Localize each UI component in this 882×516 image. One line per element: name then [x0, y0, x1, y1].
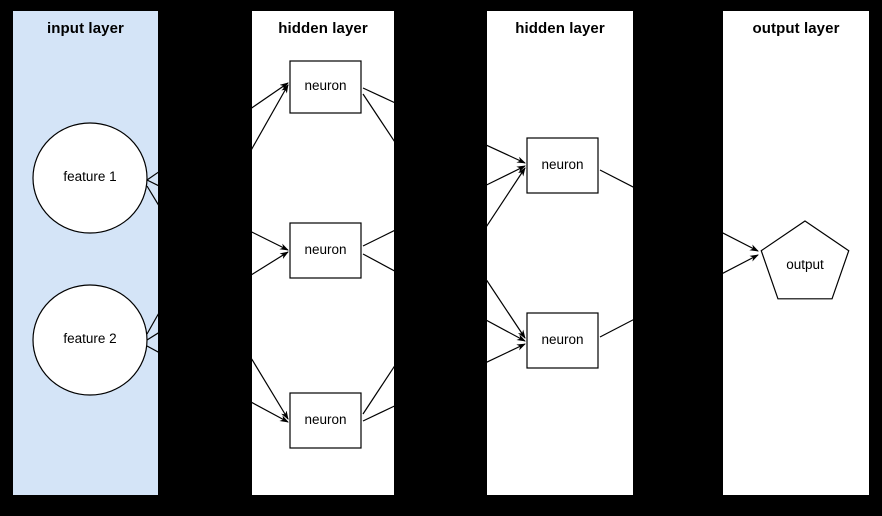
connection-e-h1n3-h2n1 [487, 167, 526, 227]
connection-e-h1n3-h2n2 [487, 343, 526, 363]
connection-e-h1n1-h2n1 [362, 87, 394, 104]
connection-e-f1-h1n2 [146, 179, 158, 187]
connection-e-h1n1-h2n1 [487, 144, 526, 164]
connection-e-f2-h1n1 [146, 313, 158, 335]
connection-e-h2n2-out [723, 254, 759, 274]
connection-e-h1n2-h2n1 [487, 165, 526, 186]
connection-e-f2-h1n1 [252, 84, 289, 150]
connection-e-f1-h1n3 [146, 185, 158, 206]
connection-e-h2n2-out [599, 319, 633, 338]
node-shape-hidden1-neuron-2[interactable] [289, 222, 362, 279]
node-shape-output-node[interactable] [760, 220, 850, 300]
connection-e-h1n1-h2n2 [487, 279, 526, 339]
connection-e-h1n2-h2n2 [362, 253, 394, 272]
connection-e-h1n2-h2n2 [487, 319, 526, 342]
layer-title-input-layer: input layer [47, 20, 124, 37]
layer-title-hidden-layer-2: hidden layer [515, 20, 605, 37]
connection-e-h1n2-h2n1 [362, 230, 394, 247]
layer-graphics-hidden-layer-1 [252, 60, 394, 449]
connection-e-f1-h1n1 [252, 82, 289, 109]
layer-graphics-output-layer [723, 220, 850, 300]
layer-title-hidden-layer-1: hidden layer [278, 20, 368, 37]
connection-e-f1-h1n1 [146, 171, 158, 181]
connection-e-f2-h1n3 [252, 401, 289, 423]
connection-e-f2-h1n2 [252, 251, 289, 276]
connection-e-f1-h1n3 [252, 358, 289, 420]
node-shape-hidden1-neuron-3[interactable] [289, 392, 362, 449]
connection-e-f2-h1n2 [146, 332, 158, 341]
layer-graphics-input-layer [32, 122, 158, 396]
node-shape-feature-1[interactable] [32, 122, 148, 234]
connection-e-h1n3-h2n1 [362, 365, 394, 415]
connection-e-f1-h1n2 [252, 231, 289, 251]
node-shape-feature-2[interactable] [32, 284, 148, 396]
layer-graphics-hidden-layer-2 [487, 137, 633, 369]
connection-e-h2n1-out [723, 232, 759, 252]
node-shape-hidden2-neuron-1[interactable] [526, 137, 599, 194]
node-shape-hidden2-neuron-2[interactable] [526, 312, 599, 369]
connection-e-h2n1-out [599, 169, 633, 188]
connection-e-f2-h1n3 [146, 345, 158, 353]
node-shape-hidden1-neuron-1[interactable] [289, 60, 362, 114]
layer-title-output-layer: output layer [752, 20, 840, 37]
connection-e-h1n1-h2n2 [362, 93, 394, 142]
connection-e-h1n3-h2n2 [362, 405, 394, 422]
